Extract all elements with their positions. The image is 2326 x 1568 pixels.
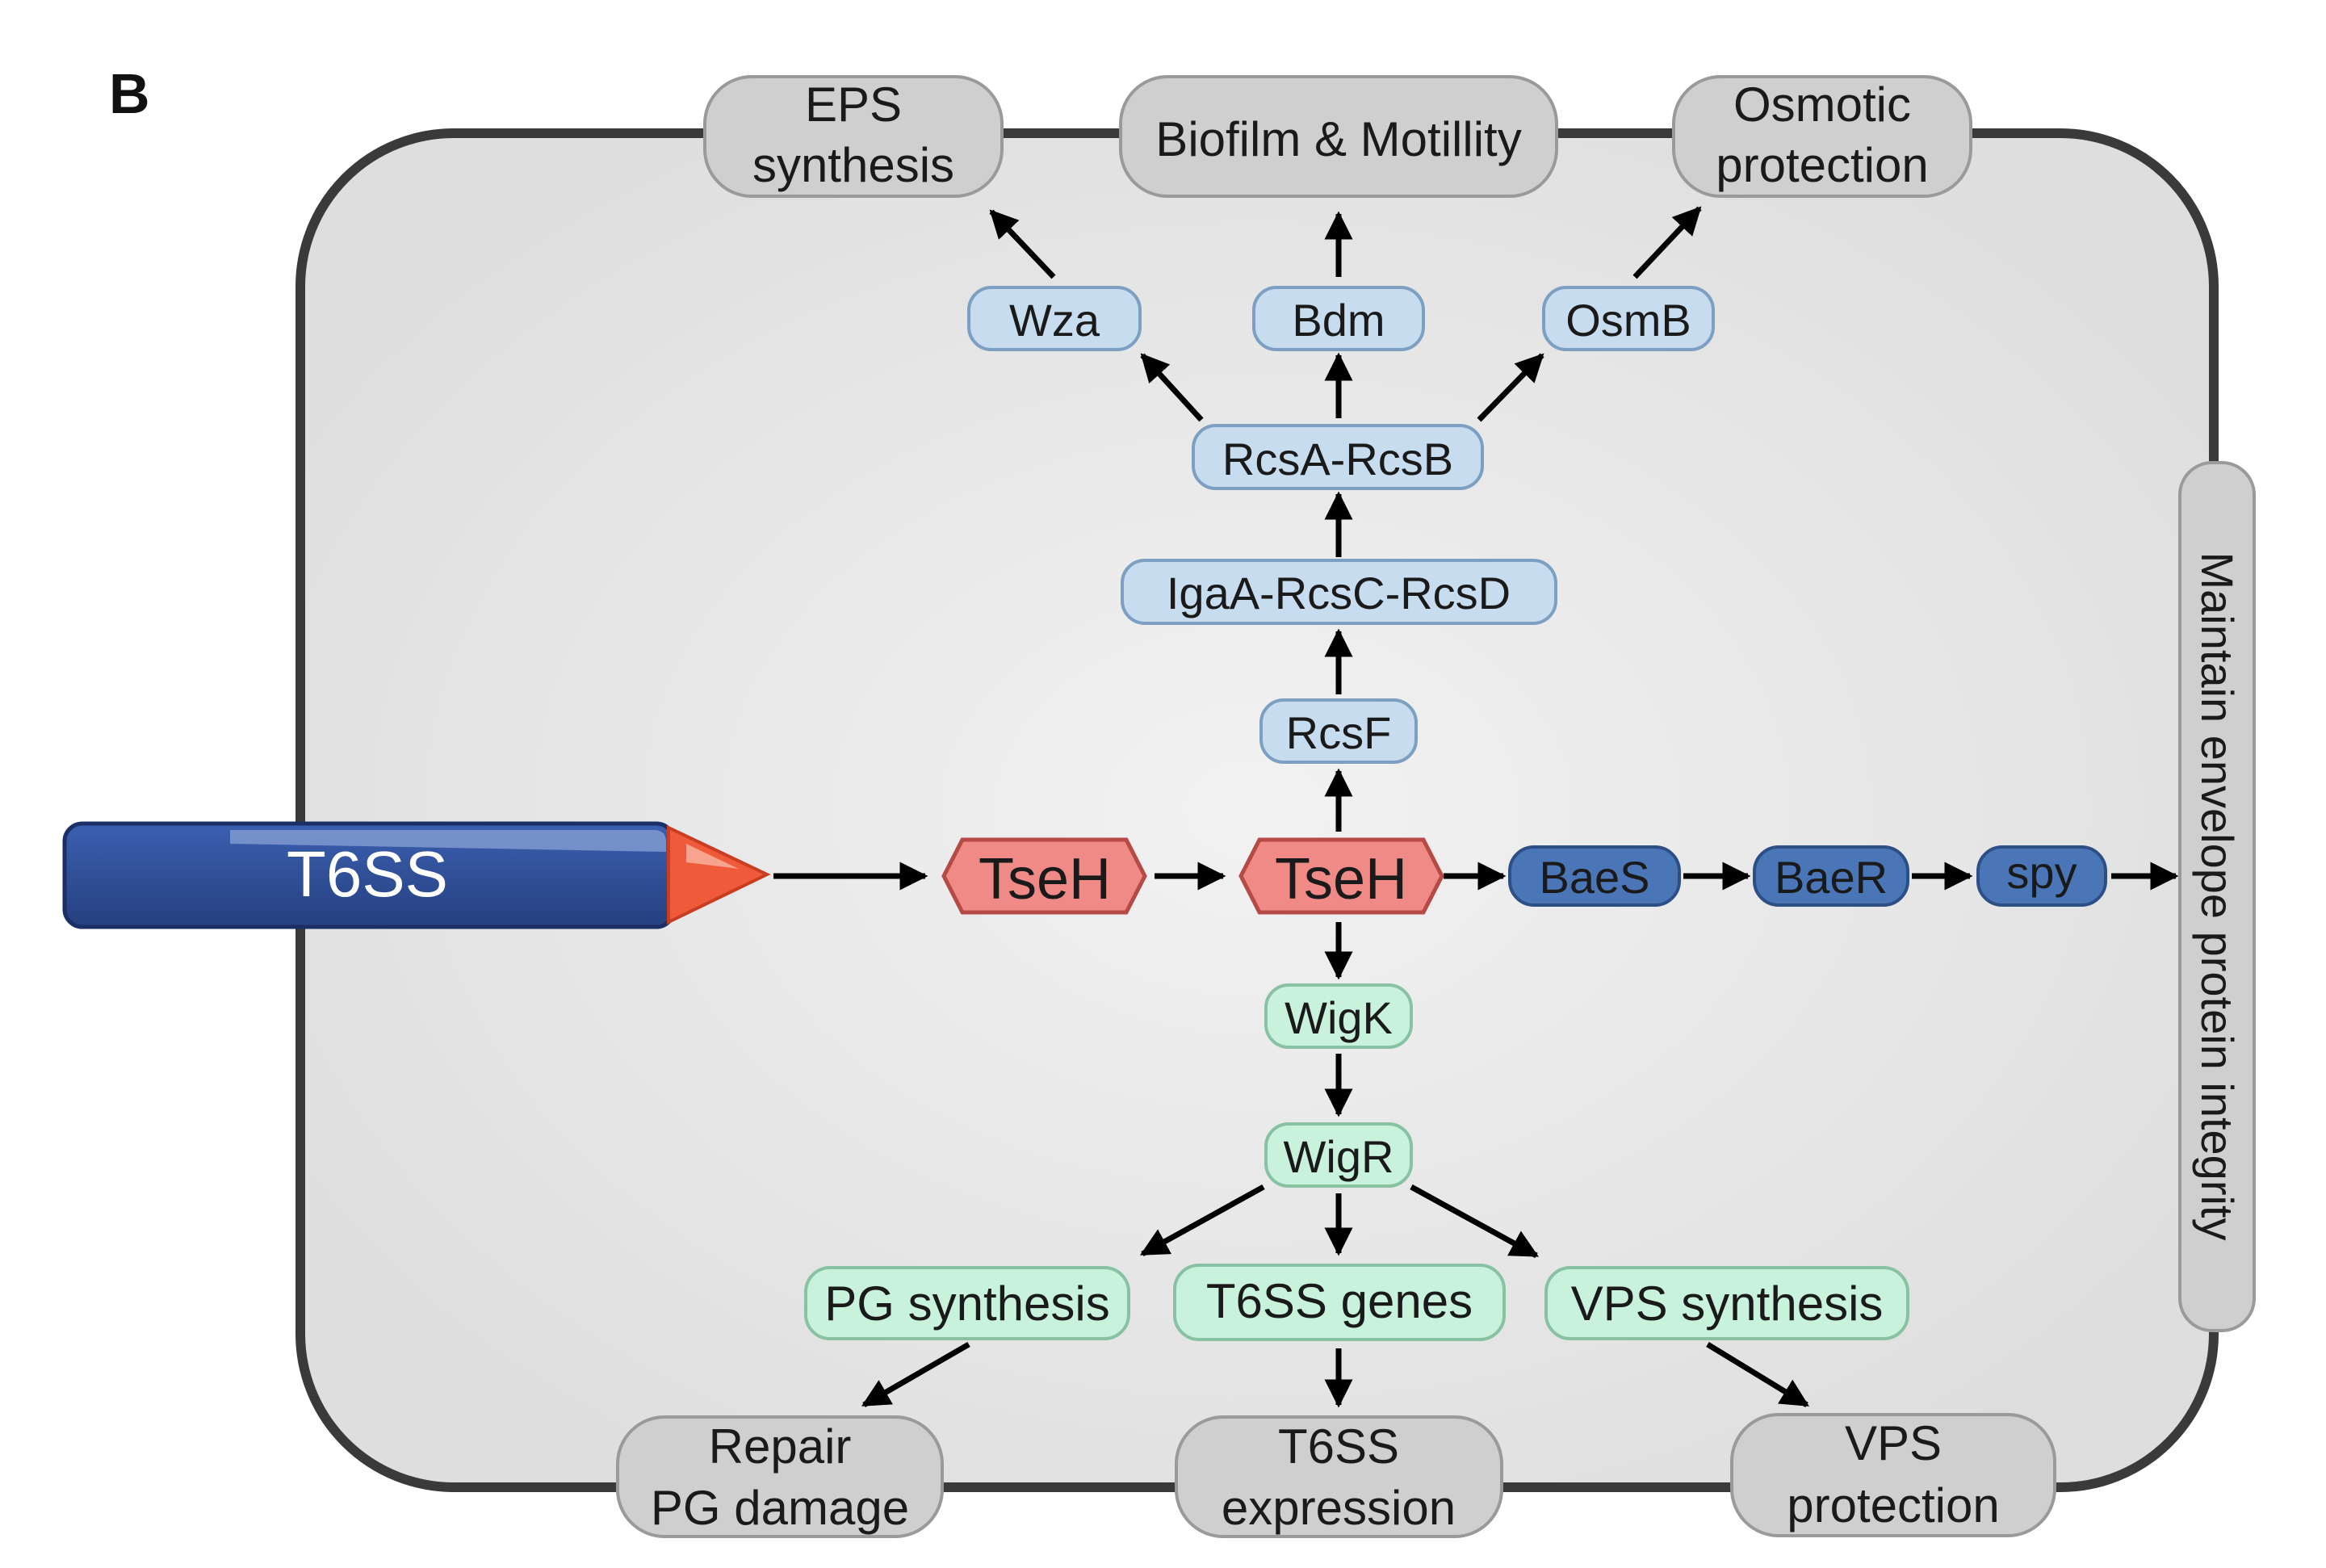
arrows xyxy=(773,206,2179,1408)
rcsf-label: RcsF xyxy=(1286,707,1392,758)
osmotic-line-2: protection xyxy=(1716,138,1929,192)
baer-label: BaeR xyxy=(1775,852,1888,903)
envelope-integrity-outcome: Maintain envelope protein integrity xyxy=(2178,461,2256,1332)
rcsab-node: RcsA-RcsB xyxy=(1192,424,1484,490)
vps-protection-line-1: VPS xyxy=(1845,1416,1942,1470)
arrow-wigr-to-vps xyxy=(1410,1184,1540,1259)
igaa-node: IgaA-RcsC-RcsD xyxy=(1121,559,1557,625)
arrow-wigr-to-pg xyxy=(1139,1184,1265,1257)
osmotic-outcome: Osmotic protection xyxy=(1672,75,1972,198)
eps-line-1: EPS xyxy=(805,78,902,132)
vps-synthesis-label: VPS synthesis xyxy=(1571,1277,1884,1331)
t6ss-highlight xyxy=(230,830,666,852)
outcomes: EPS synthesis Biofilm & Motillity Osmoti… xyxy=(616,75,2256,1538)
tseh-center-node: TseH xyxy=(1238,837,1444,915)
envelope-integrity-label: Maintain envelope protein integrity xyxy=(2192,552,2243,1241)
eps-line-2: synthesis xyxy=(752,138,954,192)
t6ss-label: T6SS xyxy=(287,838,448,910)
arrow-rcsab-to-wza xyxy=(1140,353,1204,422)
arrow-rcsab-to-osmb xyxy=(1477,353,1544,422)
rcsab-label: RcsA-RcsB xyxy=(1222,434,1453,484)
baer-node: BaeR xyxy=(1753,845,1909,907)
t6ss-expression-outcome: T6SS expression xyxy=(1175,1415,1503,1538)
arrow-wza-to-eps xyxy=(989,209,1056,279)
bdm-label: Bdm xyxy=(1292,295,1385,346)
wigk-node: WigK xyxy=(1264,983,1413,1049)
osmb-node: OsmB xyxy=(1542,286,1715,351)
baes-label: BaeS xyxy=(1540,852,1650,903)
arrow-pg-to-repair xyxy=(861,1341,970,1408)
vps-protection-outcome: VPS protection xyxy=(1730,1413,2056,1537)
biofilm-outcome: Biofilm & Motillity xyxy=(1119,75,1558,198)
rcsf-node: RcsF xyxy=(1259,698,1418,764)
wigr-label: WigR xyxy=(1284,1131,1394,1182)
wigr-node: WigR xyxy=(1264,1122,1413,1188)
vps-synthesis-node: VPS synthesis xyxy=(1544,1266,1909,1340)
eps-outcome: EPS synthesis xyxy=(703,75,1004,198)
igaa-label: IgaA-RcsC-RcsD xyxy=(1167,568,1511,618)
arrow-vps-to-protection xyxy=(1706,1342,1809,1407)
repair-outcome: Repair PG damage xyxy=(616,1415,944,1538)
tseh-left-node: TseH xyxy=(941,837,1147,915)
wza-label: Wza xyxy=(1009,295,1100,346)
t6ss-genes-node: T6SS genes xyxy=(1173,1264,1506,1341)
t6ss-expression-line-2: expression xyxy=(1222,1481,1456,1535)
panel-label: B xyxy=(109,62,150,125)
arrow-osmb-to-osmotic xyxy=(1632,206,1702,279)
osmb-label: OsmB xyxy=(1565,295,1691,346)
bdm-node: Bdm xyxy=(1252,286,1425,351)
repair-line-2: PG damage xyxy=(651,1481,909,1535)
rcs-pathway: RcsF IgaA-RcsC-RcsD RcsA-RcsB Wza Bdm Os… xyxy=(967,286,1715,764)
tseh-left-label: TseH xyxy=(979,847,1111,912)
wza-node: Wza xyxy=(967,286,1142,351)
osmotic-line-1: Osmotic xyxy=(1733,78,1911,132)
t6ss-apparatus: T6SS xyxy=(62,821,771,929)
wig-pathway: WigK WigR PG synthesis T6SS genes VPS sy… xyxy=(804,983,1909,1341)
t6ss-tip-highlight xyxy=(686,844,739,869)
wigk-label: WigK xyxy=(1285,992,1393,1043)
bae-pathway: BaeS BaeR spy xyxy=(1508,845,2107,907)
spy-node: spy xyxy=(1976,845,2107,907)
baes-node: BaeS xyxy=(1508,845,1681,907)
t6ss-expression-line-1: T6SS xyxy=(1278,1419,1399,1474)
t6ss-genes-label: T6SS genes xyxy=(1206,1274,1473,1328)
biofilm-line-1: Biofilm & Motillity xyxy=(1155,112,1521,166)
pg-synthesis-label: PG synthesis xyxy=(824,1277,1109,1331)
pg-synthesis-node: PG synthesis xyxy=(804,1266,1130,1340)
spy-label: spy xyxy=(2006,847,2077,898)
tseh-center-label: TseH xyxy=(1275,847,1407,912)
vps-protection-line-2: protection xyxy=(1787,1478,2000,1532)
repair-line-1: Repair xyxy=(709,1419,852,1474)
